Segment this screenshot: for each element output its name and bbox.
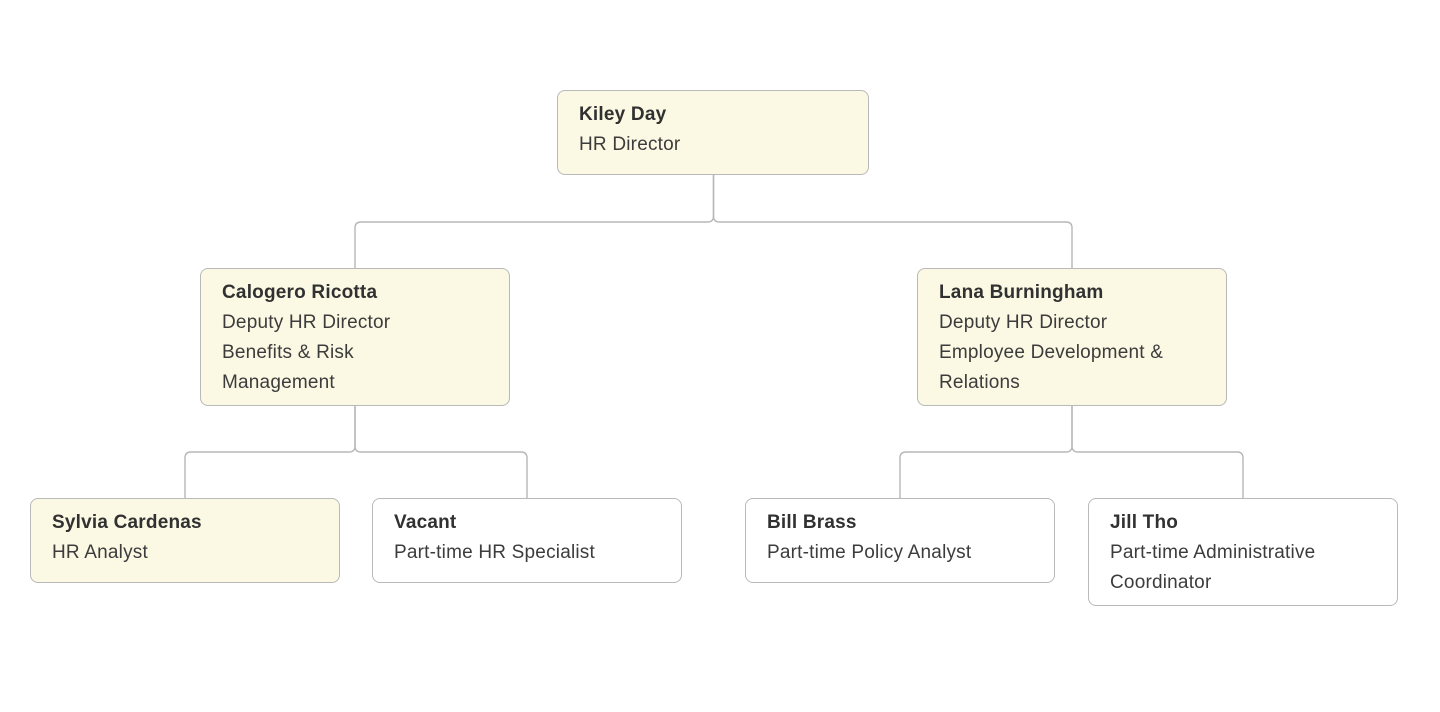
person-name: Vacant	[394, 512, 457, 533]
person-title: Part-time Policy Analyst	[767, 542, 972, 563]
person-name: Jill Tho	[1110, 512, 1179, 533]
org-node-bill-brass[interactable]: Bill Brass Part-time Policy Analyst	[745, 498, 1055, 583]
person-title: Part-time HR Specialist	[394, 542, 595, 563]
connector-kiley-calogero	[354, 174, 715, 269]
person-name: Calogero Ricotta	[222, 282, 378, 303]
person-title: HR Analyst	[52, 542, 148, 563]
connector-lana-jill	[1071, 405, 1244, 499]
org-node-vacant[interactable]: Vacant Part-time HR Specialist	[372, 498, 682, 583]
connector-calogero-vacant	[354, 405, 528, 499]
org-node-jill-tho[interactable]: Jill Tho Part-time Administrative Coordi…	[1088, 498, 1398, 606]
person-name: Bill Brass	[767, 512, 857, 533]
person-title: Coordinator	[1110, 572, 1212, 593]
connector-kiley-lana	[712, 174, 1073, 269]
person-title: Management	[222, 372, 335, 393]
person-title: Deputy HR Director	[222, 312, 391, 333]
person-title: Deputy HR Director	[939, 312, 1108, 333]
person-title: Employee Development &	[939, 342, 1164, 363]
org-node-calogero-ricotta[interactable]: Calogero Ricotta Deputy HR Director Bene…	[200, 268, 510, 406]
person-name: Kiley Day	[579, 104, 667, 125]
person-name: Sylvia Cardenas	[52, 512, 202, 533]
person-title: Part-time Administrative	[1110, 542, 1316, 563]
connector-lana-bill	[899, 405, 1073, 499]
person-title: Relations	[939, 372, 1021, 393]
org-node-kiley-day[interactable]: Kiley Day HR Director	[557, 90, 869, 175]
org-node-sylvia-cardenas[interactable]: Sylvia Cardenas HR Analyst	[30, 498, 340, 583]
org-node-lana-burningham[interactable]: Lana Burningham Deputy HR Director Emplo…	[917, 268, 1227, 406]
person-title: Benefits & Risk	[222, 342, 354, 363]
person-title: HR Director	[579, 134, 681, 155]
connector-calogero-sylvia	[184, 405, 356, 499]
person-name: Lana Burningham	[939, 282, 1104, 303]
